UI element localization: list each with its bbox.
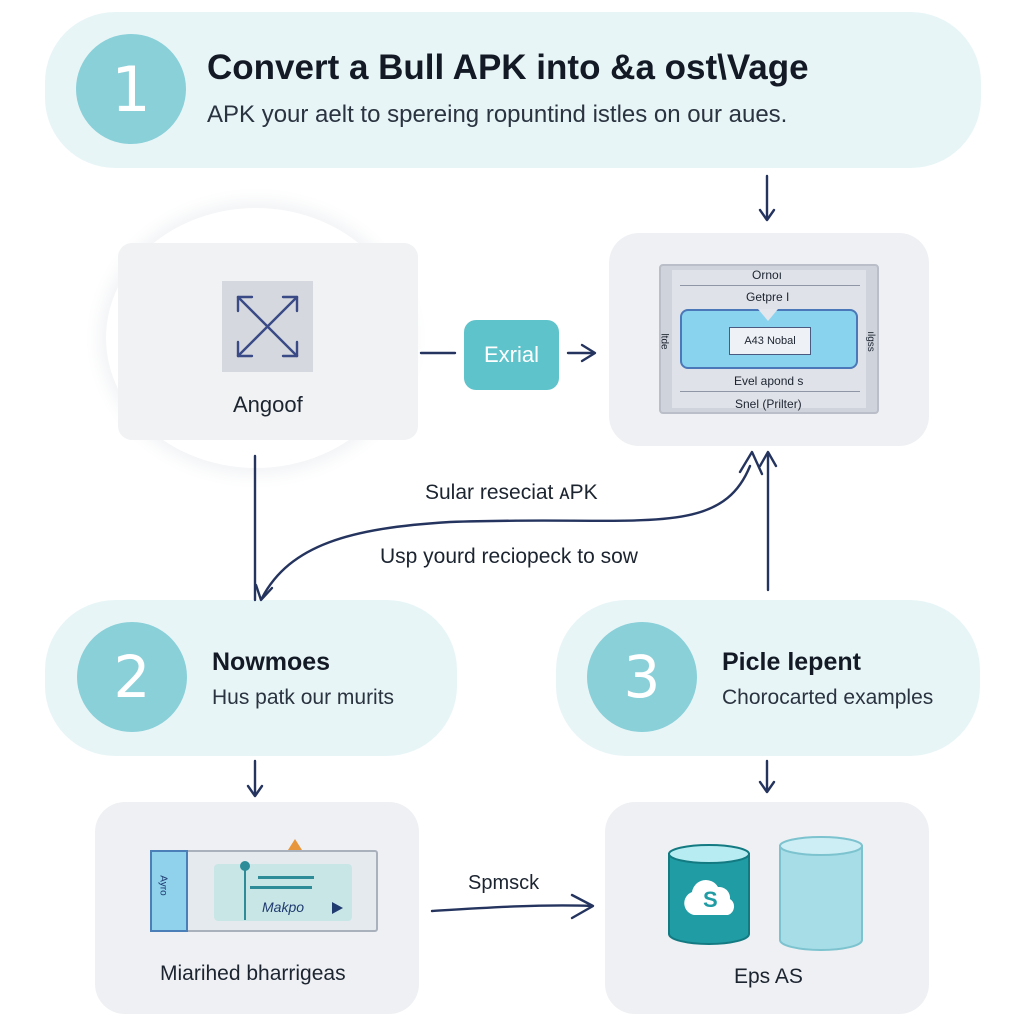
step-1-title: Convert a Bull APK into &a ost\Vage [207,48,809,87]
message-card-line-2 [250,886,312,889]
cloud-letter: S [703,887,718,912]
screen-right-side-label: ılgss [864,331,876,352]
screen-bottom-label-1: Evel apond s [734,374,804,388]
annotation-upper: Sular reseciat ᴀPK [425,481,598,504]
message-card-side-label: Ayro [157,875,169,896]
database-cylinder-light [778,836,864,952]
step-1-number-badge: 1 [76,34,186,144]
screen-bottom-label-2: Snel (Prilter) [735,397,802,411]
step-3-subtitle: Chorocarted examples [722,686,934,709]
step-1-card [45,12,981,168]
step-2-subtitle: Hus patk our murits [212,686,395,709]
step-2-title: Nowmoes [212,648,331,676]
warning-triangle-icon [288,839,302,850]
annotation-lower: Usp yourd reciopeck to sow [380,545,638,568]
expand-arrows-icon [222,281,313,372]
screen-inner-box-label: A43 Nobal [744,335,796,347]
arrow-bottom-left-to-right [430,904,594,913]
step-2-number-badge: 2 [77,622,187,732]
source-panel-label: Angoof [233,392,303,417]
send-arrow-icon [332,902,343,914]
message-card-pin [244,866,246,920]
bottom-left-panel-label: Miarihed bharrigeas [160,962,346,985]
annotation-bottom-arrow: Spmsck [468,872,540,894]
message-card-text: Makpo [262,899,305,915]
message-card-inner [214,864,352,921]
screen-divider-2 [680,391,860,392]
bottom-right-panel [605,802,929,1014]
step-1-subtitle: APK your aelt to spereing ropuntind istl… [207,101,788,128]
message-card-line-1 [258,876,314,879]
cloud-icon [680,877,740,919]
screen-notch [758,309,778,321]
step-3-number-badge: 3 [587,622,697,732]
screen-top-label: Ornoı [752,268,783,282]
exrial-button-label: Exrial [483,342,539,367]
message-card-pin-head [240,861,250,871]
screen-divider-1 [680,285,860,286]
screen-left-side-label: ltde [658,333,670,350]
screen-second-label: Getpre I [746,290,790,304]
exrial-button[interactable]: Exrial [464,320,559,390]
bottom-right-panel-label: Eps AS [734,965,803,988]
message-card-side-bar [150,850,188,932]
step-3-title: Picle lepent [722,648,861,676]
screen-inner-box: A43 Nobal [729,327,811,355]
